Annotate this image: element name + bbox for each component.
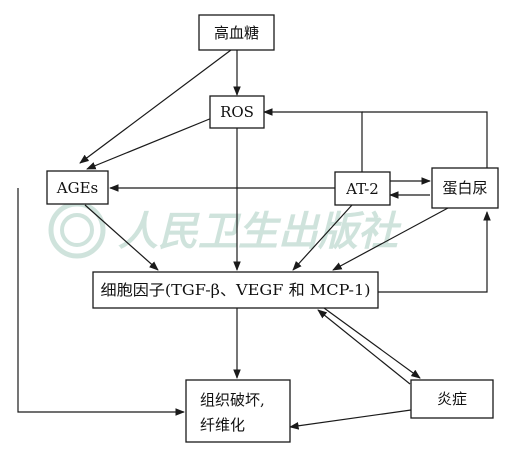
watermark-emblem-icon: [48, 201, 106, 259]
node-cytokines-label: 细胞因子(TGF-β、VEGF 和 MCP-1): [101, 281, 371, 299]
edge-proteinuria-ros: [362, 111, 488, 168]
node-hyperglycemia-label: 高血糖: [214, 24, 259, 42]
edge-proteinuria-cytokines: [332, 207, 449, 271]
edge-at2-cytokines: [292, 204, 353, 271]
node-inflammation: 炎症: [410, 379, 494, 419]
edge-at2-ros: [263, 108, 363, 172]
node-at2: AT-2: [334, 171, 391, 206]
edges: [17, 49, 491, 430]
node-proteinuria: 蛋白尿: [431, 167, 499, 209]
node-ros-label: ROS: [220, 103, 254, 121]
edge-ages-tissue: [17, 188, 185, 416]
watermark: 人民卫生出版社: [48, 201, 402, 259]
node-ros: ROS: [209, 95, 265, 129]
edge-cytokines-proteinuria: [378, 211, 491, 293]
node-proteinuria-label: 蛋白尿: [442, 179, 487, 197]
node-inflammation-label: 炎症: [437, 390, 467, 408]
edge-inflammation-tissue: [289, 409, 412, 430]
node-hyperglycemia: 高血糖: [198, 14, 275, 51]
node-ages: AGEs: [46, 170, 109, 205]
node-at2-label: AT-2: [345, 180, 379, 198]
edge-inflammation-cytokines: [317, 309, 411, 385]
node-tissue-damage-line1: 组织破坏,: [200, 391, 265, 409]
edge-cytokines-inflammation: [323, 307, 421, 379]
edge-ros-ages: [86, 117, 213, 170]
node-tissue-damage: 组织破坏, 纤维化: [185, 379, 291, 443]
edge-hyperglycemia-ages: [79, 49, 232, 164]
watermark-text: 人民卫生出版社: [118, 208, 402, 255]
edge-ages-cytokines: [84, 204, 159, 271]
node-tissue-damage-line2: 纤维化: [200, 416, 245, 434]
node-ages-label: AGEs: [56, 179, 98, 197]
node-cytokines: 细胞因子(TGF-β、VEGF 和 MCP-1): [92, 271, 379, 309]
